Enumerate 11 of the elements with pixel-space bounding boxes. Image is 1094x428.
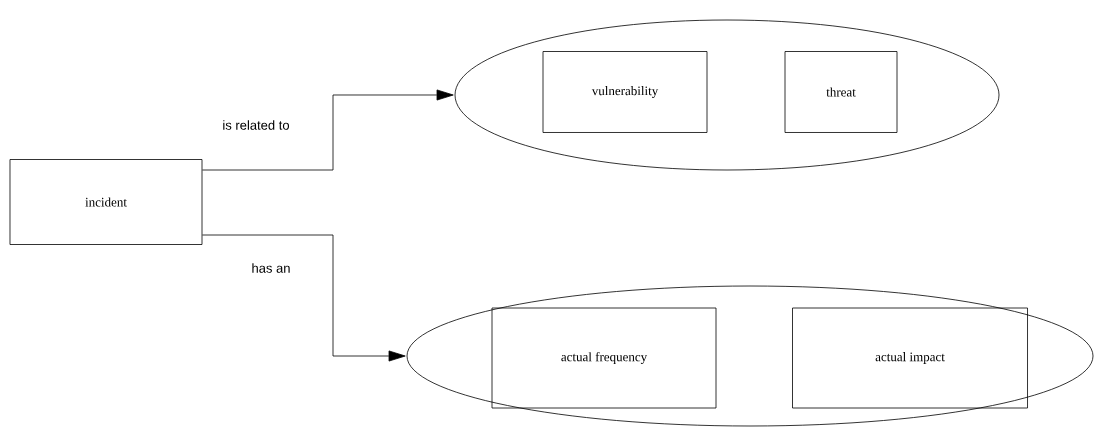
concept-box: actual frequency xyxy=(491,307,717,409)
group-ellipse xyxy=(454,19,1000,171)
arrow xyxy=(202,234,406,362)
concept-box: threat xyxy=(784,51,898,133)
arrow xyxy=(202,89,454,171)
concept-box: actual impact xyxy=(792,307,1028,409)
concept-box: incident xyxy=(9,159,203,245)
edge-label: has an xyxy=(252,263,290,273)
group-ellipse xyxy=(406,285,1094,427)
edge-label: is related to xyxy=(223,120,290,130)
concept-box: vulnerability xyxy=(542,51,708,133)
